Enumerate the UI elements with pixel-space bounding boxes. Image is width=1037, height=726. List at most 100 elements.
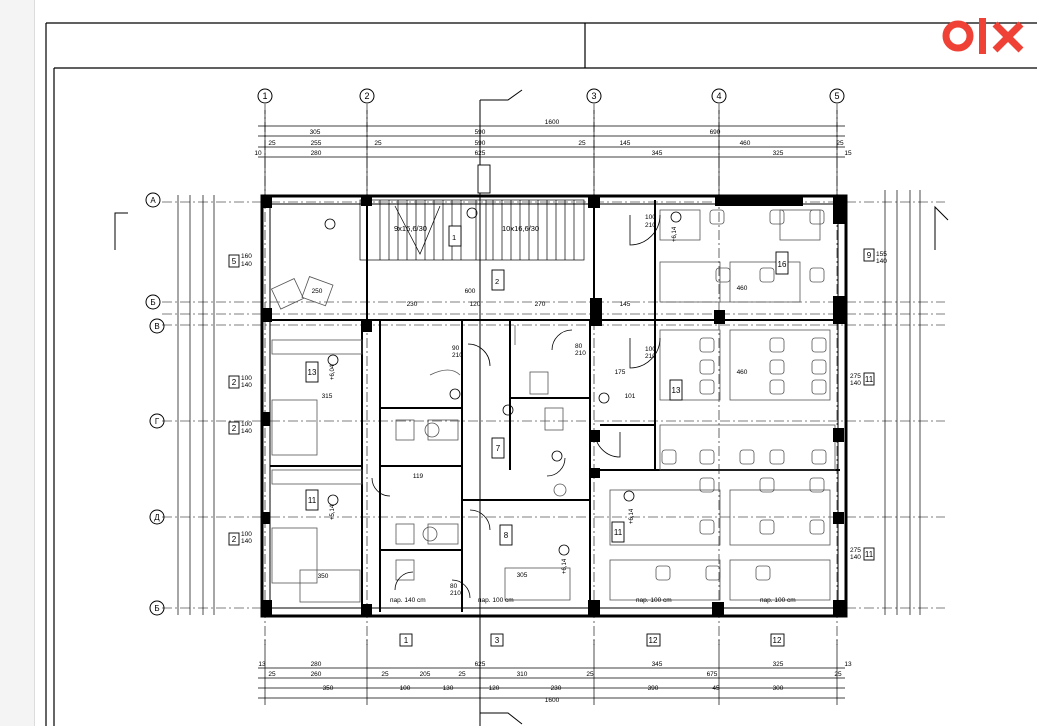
- window-tag: 2: [232, 378, 237, 387]
- dim-text: 625: [475, 150, 486, 157]
- olx-logo[interactable]: olx: [941, 14, 1031, 58]
- dim-text: 590: [475, 140, 486, 147]
- spec-text: 140: [241, 428, 252, 435]
- axis-labels-top: 1 2 3 4 5: [262, 91, 839, 101]
- dim-text: 280: [311, 661, 322, 668]
- window-tag: 2: [232, 535, 237, 544]
- spec-text: 140: [241, 382, 252, 389]
- dim-text: 270: [535, 301, 546, 308]
- dim-text: 101: [625, 393, 636, 400]
- spec-text: 210: [575, 350, 586, 357]
- window-tag: 2: [232, 424, 237, 433]
- axis-label: 2: [364, 91, 369, 101]
- dim-text: 590: [475, 129, 486, 136]
- dim-text: 205: [420, 671, 431, 678]
- spec-text: 140: [850, 554, 861, 561]
- spec-text: 100: [241, 421, 252, 428]
- axis-label: Г: [155, 417, 160, 426]
- stair-num: 2: [495, 277, 499, 286]
- dim-text: 145: [620, 301, 631, 308]
- grid-axis-lines: [162, 104, 945, 645]
- spec-text: 155: [876, 251, 887, 258]
- stair-labels: 9x16,6/30 10x16,6/30 1 2: [394, 224, 539, 286]
- dim-text: 460: [740, 140, 751, 147]
- note-text: пар. 100 cm: [760, 597, 796, 604]
- spec-text: 100: [241, 375, 252, 382]
- dim-text: 260: [311, 671, 322, 678]
- axis-label: Б: [154, 604, 159, 613]
- dim-text: 25: [578, 140, 586, 147]
- dim-text: 25: [268, 671, 276, 678]
- level-text: +5,14: [330, 504, 336, 520]
- axis-label: 4: [716, 91, 721, 101]
- door-swings: [371, 214, 661, 599]
- dim-text: 675: [707, 671, 718, 678]
- dim-text: 25: [586, 671, 594, 678]
- dim-text: 100: [400, 685, 411, 692]
- spec-text: 100: [241, 531, 252, 538]
- dim-text: 145: [620, 140, 631, 147]
- dim-text: 280: [311, 150, 322, 157]
- dim-text: 25: [268, 140, 276, 147]
- exterior-walls: [260, 194, 848, 618]
- room-number: 16: [778, 260, 787, 269]
- dim-text: 13: [844, 661, 852, 668]
- axis-label: Д: [154, 513, 160, 522]
- tag-boxes: [228, 164, 875, 647]
- window-tag: 5: [232, 257, 237, 266]
- stair-label: 10x16,6/30: [502, 224, 539, 233]
- window-tag: 9: [867, 251, 872, 260]
- dim-text: 25: [458, 671, 466, 678]
- axis-label: 5: [834, 91, 839, 101]
- level-text: +6,14: [672, 226, 678, 242]
- dim-text: 390: [648, 685, 659, 692]
- room-number: 8: [504, 531, 509, 540]
- bottom-tag: 3: [495, 636, 500, 645]
- dim-text: 15: [844, 150, 852, 157]
- structural-columns: [261, 196, 846, 616]
- dim-text: 310: [517, 671, 528, 678]
- level-text: +6,14: [629, 508, 635, 524]
- dim-text: 625: [475, 661, 486, 668]
- note-text: пар. 100 cm: [636, 597, 672, 604]
- stair-label: 9x16,6/30: [394, 224, 427, 233]
- dim-text: 13: [258, 661, 266, 668]
- dim-text: 600: [465, 288, 476, 295]
- dimension-lines-bottom: [258, 640, 845, 705]
- level-text: +6,14: [562, 558, 568, 574]
- dim-text: 460: [737, 369, 748, 376]
- spec-text: 210: [450, 590, 461, 597]
- spec-text: 160: [241, 253, 252, 260]
- tag-texts: 5 9 2 11 2 2 11 1 3 12 12 16 13 13 11 11…: [232, 251, 874, 645]
- spec-text: 140: [850, 380, 861, 387]
- axis-markers-left: [145, 192, 165, 616]
- office-furniture: [609, 209, 836, 601]
- room-number: 13: [672, 386, 681, 395]
- dim-text: 255: [311, 140, 322, 147]
- logo-text: olx: [941, 14, 943, 15]
- level-text: +6,04: [330, 364, 336, 380]
- dim-text: 305: [517, 572, 528, 579]
- dim-text: 10: [254, 150, 262, 157]
- dim-text: 345: [652, 661, 663, 668]
- axis-label: В: [154, 322, 159, 331]
- page-margin: [0, 0, 35, 726]
- room-furniture: [270, 276, 571, 603]
- dim-text: 175: [615, 369, 626, 376]
- spec-text: 140: [876, 258, 887, 265]
- opening-spec-texts: 160 140 155 140 100 140 275 140 100 140 …: [241, 214, 887, 597]
- dim-text: 460: [737, 285, 748, 292]
- spec-text: 275: [850, 373, 861, 380]
- spec-text: 210: [452, 352, 463, 359]
- section-cut-line: [114, 89, 949, 726]
- dim-text: 350: [323, 685, 334, 692]
- exterior-walls-inner-line: [269, 203, 839, 609]
- dim-text: 120: [470, 301, 481, 308]
- axis-label: Б: [150, 298, 155, 307]
- bottom-notes: пар. 140 cm пар. 100 cm пар. 100 cm пар.…: [390, 597, 796, 604]
- spec-text: 100: [645, 346, 656, 353]
- room-number: 7: [496, 444, 501, 453]
- bottom-tag: 12: [773, 636, 782, 645]
- note-text: пар. 100 cm: [478, 597, 514, 604]
